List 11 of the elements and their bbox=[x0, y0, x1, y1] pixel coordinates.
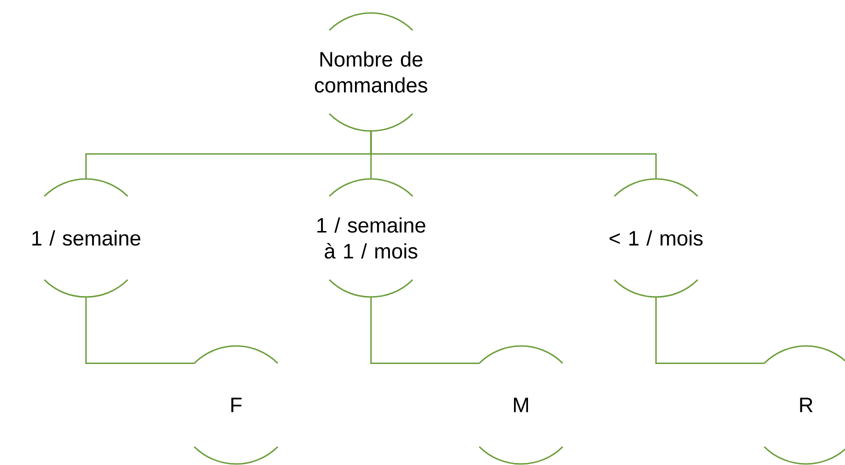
connector-line bbox=[370, 130, 657, 179]
arc-circle-node: 1 / semaine bbox=[32, 178, 140, 298]
arc-circle-node: 1 / semaine à 1 / mois bbox=[317, 178, 426, 298]
connector-line bbox=[370, 296, 480, 364]
arc-circle-node: M bbox=[478, 345, 564, 465]
arc-circle-node: F bbox=[194, 345, 278, 465]
arc-circle-node: Nombre de commandes bbox=[314, 12, 428, 132]
arc-circle-node: < 1 / mois bbox=[610, 178, 703, 298]
arc-circle-node: R bbox=[764, 345, 845, 465]
connector-line bbox=[85, 296, 194, 364]
connector-line bbox=[655, 296, 764, 364]
